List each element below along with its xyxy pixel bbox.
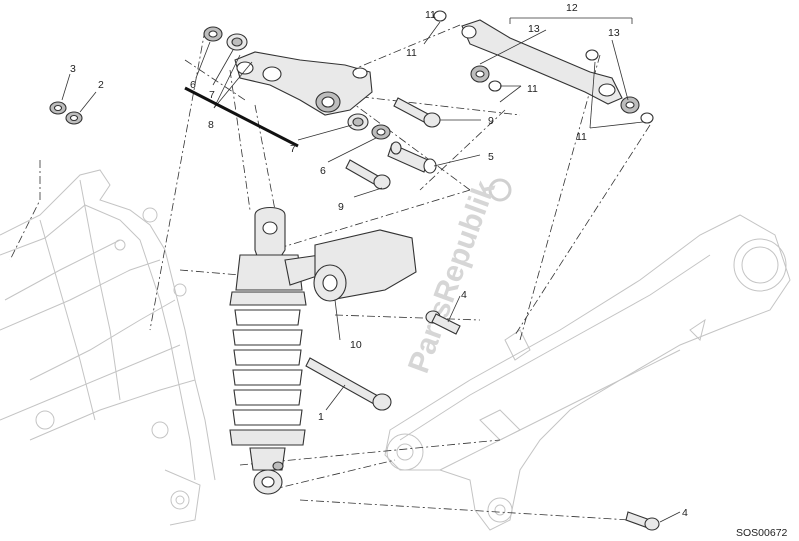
- washer-6-mid: [371, 124, 391, 140]
- spacer-11-right-top: [585, 49, 599, 61]
- callout-2: 2: [98, 79, 104, 91]
- bushing-13-left: [470, 65, 490, 83]
- callout-3: 3: [70, 63, 76, 75]
- washer-2: [65, 111, 83, 125]
- bolt-4-upper: [425, 310, 461, 335]
- tie-rod-12: [461, 19, 623, 105]
- spacer-3: [49, 101, 67, 115]
- bolt-9-lower: [345, 159, 391, 190]
- callout-11: 11: [406, 47, 417, 59]
- spacer-11-right-bottom: [640, 112, 654, 124]
- callout-11: 11: [425, 9, 436, 21]
- bearing-7-mid: [347, 113, 369, 131]
- callout-11: 11: [576, 131, 587, 143]
- callout-labels: 3 2 6 7 8 7 6 9 9 5 11 11 11 12 13 13 11…: [70, 2, 688, 519]
- callout-8: 8: [208, 119, 214, 131]
- callout-6: 6: [190, 79, 196, 91]
- bearing-7-top: [226, 33, 248, 51]
- shock-absorber: [229, 206, 307, 495]
- callout-6: 6: [320, 165, 326, 177]
- callout-5: 5: [488, 151, 494, 163]
- bolt-9-upper: [393, 97, 441, 128]
- spacer-11-top: [433, 10, 447, 22]
- frame-outline: [0, 169, 216, 526]
- callout-7: 7: [290, 143, 296, 155]
- callout-9: 9: [488, 115, 494, 127]
- callout-4: 4: [682, 507, 688, 519]
- callout-4: 4: [461, 289, 467, 301]
- bolt-1: [305, 357, 392, 411]
- bushing-5: [387, 141, 437, 174]
- reservoir-10: [284, 229, 417, 302]
- rocker-link: [234, 51, 373, 116]
- bolt-4-lower: [625, 511, 660, 531]
- callout-13: 13: [528, 23, 540, 35]
- leader-lines: [61, 17, 681, 523]
- diagram-code: SOS00672: [736, 527, 788, 539]
- callout-9: 9: [338, 201, 344, 213]
- swingarm-outline: [384, 214, 791, 531]
- callout-12: 12: [566, 2, 578, 14]
- callout-7: 7: [209, 89, 215, 101]
- watermark-gear-icon: [488, 178, 512, 202]
- bushing-13-right: [620, 96, 640, 114]
- watermark: PartsRepublik: [402, 176, 512, 377]
- washer-6-top: [203, 26, 223, 42]
- callout-11: 11: [527, 83, 538, 95]
- callout-1: 1: [318, 411, 324, 423]
- callout-13: 13: [608, 27, 620, 39]
- spacer-11-mid: [488, 80, 502, 92]
- callout-10: 10: [350, 339, 362, 351]
